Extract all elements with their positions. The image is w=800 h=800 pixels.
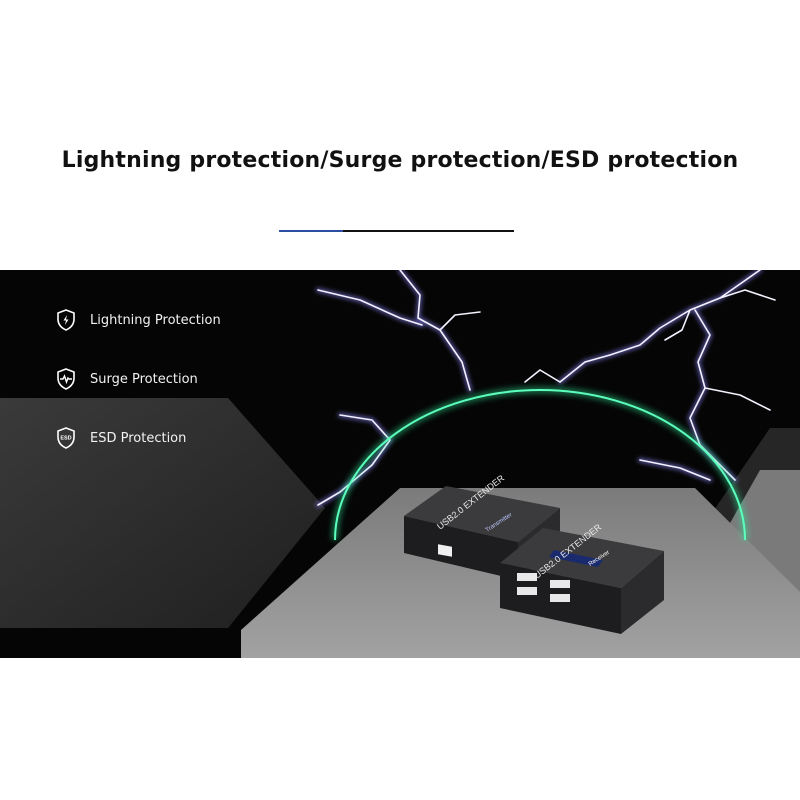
feature-label: Lightning Protection <box>90 312 221 328</box>
page-title: Lightning protection/Surge protection/ES… <box>61 148 739 173</box>
feature-surge-protection: Surge Protection <box>54 367 221 391</box>
title-divider <box>279 230 514 232</box>
shield-lightning-icon <box>54 308 78 332</box>
left-hex-panel <box>0 398 325 628</box>
feature-label: ESD Protection <box>90 430 187 446</box>
title-divider-accent <box>279 230 343 232</box>
feature-lightning-protection: Lightning Protection <box>54 308 221 332</box>
shield-esd-icon: ESD <box>54 426 78 450</box>
hero-banner: USB2.0 EXTENDER Transmitter USB2.0 EXTEN… <box>0 270 800 658</box>
feature-label: Surge Protection <box>90 371 198 387</box>
receiver-device <box>500 528 664 634</box>
hero-illustration: USB2.0 EXTENDER Transmitter USB2.0 EXTEN… <box>0 270 800 658</box>
feature-list: Lightning Protection Surge Protection ES… <box>54 308 221 485</box>
feature-esd-protection: ESD ESD Protection <box>54 426 221 450</box>
svg-text:ESD: ESD <box>60 436 71 442</box>
shield-pulse-icon <box>54 367 78 391</box>
